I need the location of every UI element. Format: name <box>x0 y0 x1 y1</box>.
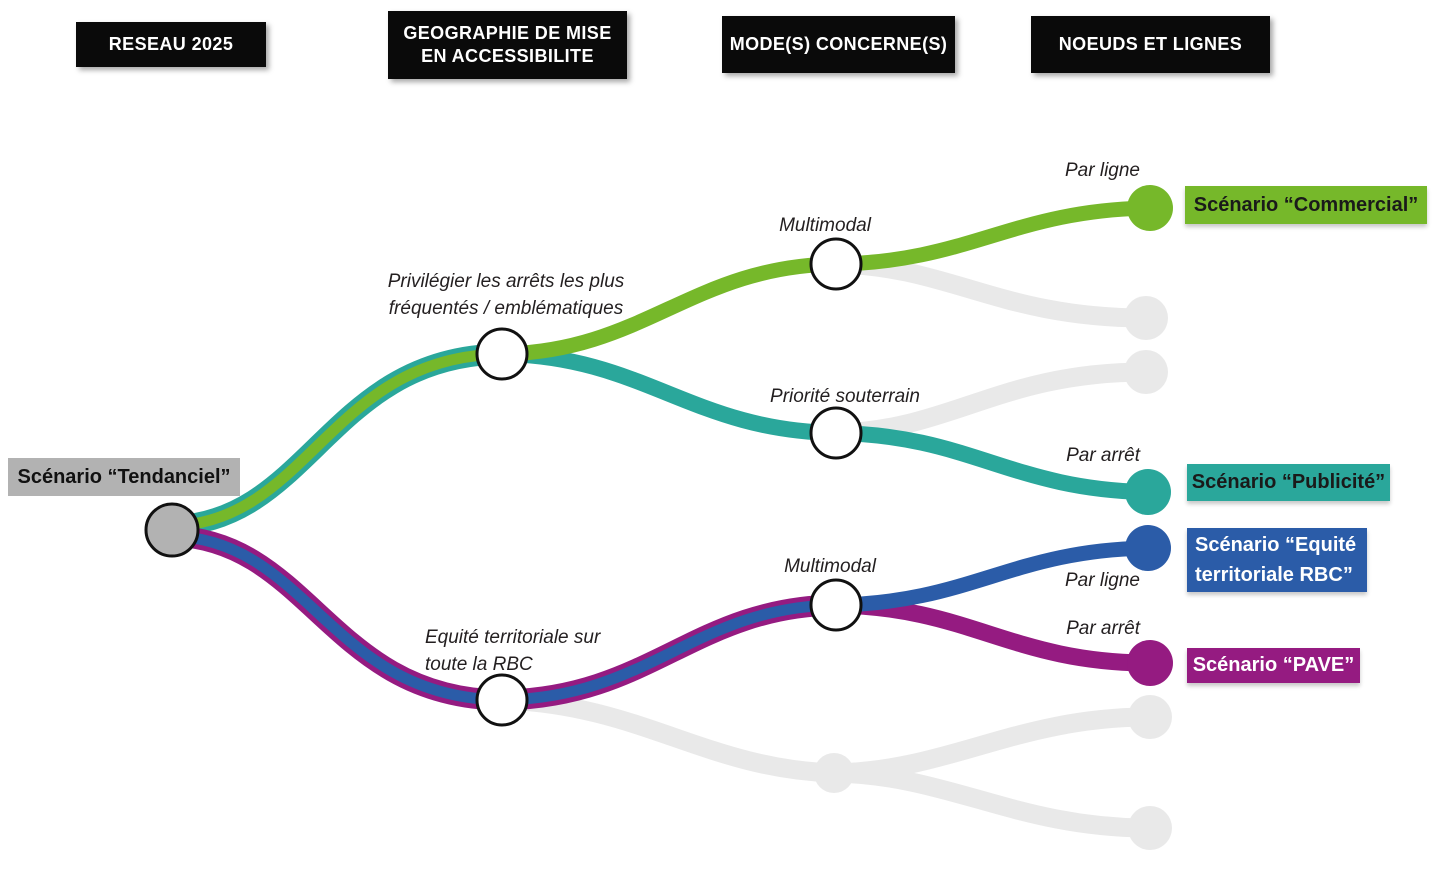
edge-gray-up <box>824 707 1160 783</box>
endpoint-gray-d <box>1128 806 1172 850</box>
endpoint-gray-a <box>1124 296 1168 340</box>
scenario-box-commercial: Scénario “Commercial” <box>1185 186 1427 224</box>
edge-root-privilegier-teal <box>161 343 513 537</box>
header-geographie-label: GEOGRAPHIE DE MISE EN ACCESSIBILITE <box>403 23 612 66</box>
scenario-box-equite-rbc: Scénario “Equité territoriale RBC” <box>1187 528 1367 592</box>
root-scenario-box: Scénario “Tendanciel” <box>8 458 240 496</box>
branch-label-multimodal-top: Multimodal <box>779 215 871 236</box>
node-priorite-souterrain <box>809 406 863 460</box>
scenario-box-pave: Scénario “PAVE” <box>1187 648 1360 683</box>
node-equite <box>475 673 529 727</box>
endpoint-commercial <box>1127 185 1173 231</box>
branch-label-privilegier-line1: Privilégier les arrêts les plus <box>387 271 625 292</box>
edge-gray-down <box>824 763 1160 838</box>
header-reseau-2025: RESEAU 2025 <box>76 22 266 67</box>
header-modes-label: MODE(S) CONCERNE(S) <box>729 34 948 54</box>
node-multimodal-bottom <box>809 578 863 632</box>
endpoint-equite-rbc <box>1125 525 1171 571</box>
scenario-box-publicite: Scénario “Publicité” <box>1187 464 1390 501</box>
scenario-pave-label: Scénario “PAVE” <box>1192 654 1355 676</box>
root-scenario-label: Scénario “Tendanciel” <box>17 465 231 488</box>
branch-label-equite-line1: Equité territoriale sur <box>425 627 601 648</box>
edge-root-privilegier-green <box>166 348 508 532</box>
branch-label-privilegier-line2: fréquentés / emblématiques <box>388 298 624 319</box>
leaf-label-par-arret-teal: Par arrêt <box>1066 445 1140 466</box>
header-modes: MODE(S) CONCERNE(S) <box>722 16 955 73</box>
endpoint-gray-b <box>1124 350 1168 394</box>
node-multimodal-top <box>809 237 863 291</box>
scenario-publicite-label: Scénario “Publicité” <box>1191 471 1386 493</box>
branch-label-privilegier: Privilégier les arrêts les plus fréquent… <box>376 268 636 322</box>
leaf-label-par-arret-purple: Par arrêt <box>1066 618 1140 639</box>
endpoint-publicite <box>1125 469 1171 515</box>
endpoint-gray-c <box>1128 695 1172 739</box>
header-reseau-2025-label: RESEAU 2025 <box>108 34 234 54</box>
edge-gray-from-equite <box>492 690 844 783</box>
header-geographie: GEOGRAPHIE DE MISE EN ACCESSIBILITE <box>388 11 627 79</box>
leaf-label-par-ligne-blue: Par ligne <box>1065 570 1140 591</box>
scenario-commercial-label: Scénario “Commercial” <box>1193 193 1419 216</box>
node-gray-intermediate <box>814 753 854 793</box>
branch-label-priorite-souterrain: Priorité souterrain <box>770 386 920 407</box>
edge-blue-to-equite-rbc <box>828 540 1156 613</box>
leaf-label-par-ligne-top: Par ligne <box>1065 160 1140 181</box>
node-privilegier <box>475 327 529 381</box>
branch-label-multimodal-bottom: Multimodal <box>784 556 876 577</box>
edge-gray-from-multimodal-top <box>826 254 1156 328</box>
branch-label-equite-line2: toute la RBC <box>425 654 533 675</box>
branch-label-equite: Equité territoriale sur toute la RBC <box>425 624 645 678</box>
scenario-equite-rbc-label: Scénario “Equité territoriale RBC” <box>1195 534 1357 586</box>
header-noeuds-lignes: NOEUDS ET LIGNES <box>1031 16 1270 73</box>
header-noeuds-lignes-label: NOEUDS ET LIGNES <box>1058 34 1243 54</box>
endpoint-pave <box>1127 640 1173 686</box>
node-root-tendanciel <box>144 502 200 558</box>
